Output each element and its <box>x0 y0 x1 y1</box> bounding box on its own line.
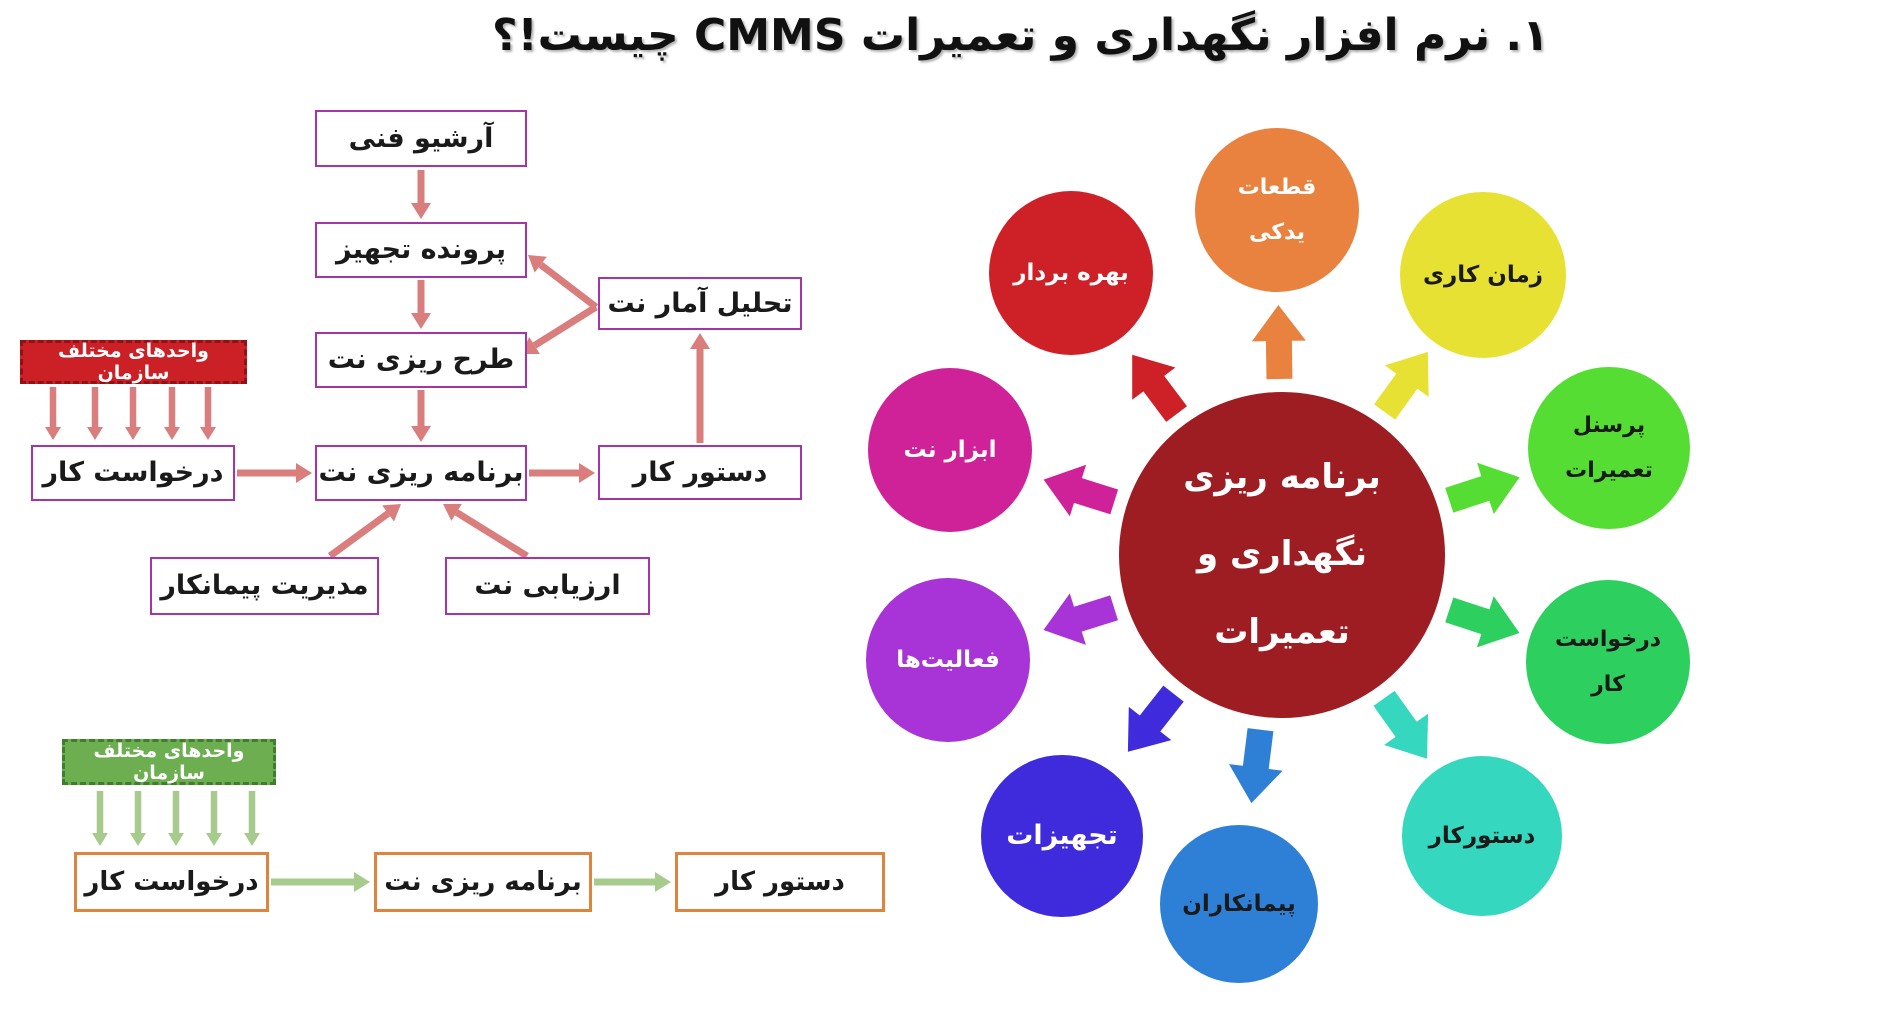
flow-box-equipment-file: پرونده تجهیز <box>315 222 527 278</box>
satellite-circle-maintenance-tools: ابزار نت <box>868 368 1032 532</box>
dashed-box-org-units-green: واحدهای مختلف سازمان <box>62 739 276 785</box>
flow-box-work-order: دستور کار <box>598 445 802 500</box>
arrow-head <box>87 427 103 440</box>
circle-label-line: فعالیت‌ها <box>896 646 1000 673</box>
hub-circle-maintenance-planning-hub: برنامه ریزی نگهداری و تعمیرات <box>1119 392 1445 718</box>
arrow-head <box>130 833 146 846</box>
arrow-head <box>411 203 431 219</box>
flow-box-maintenance-evaluation: ارزیابی نت <box>445 557 650 615</box>
arrow-head <box>1251 305 1306 380</box>
arrow-head <box>382 504 401 522</box>
circle-label-line: یدکی <box>1248 220 1306 245</box>
connector-arrow <box>327 510 391 559</box>
circle-label-line: قطعات <box>1237 174 1317 200</box>
circle-label-line: پرسنل <box>1572 412 1646 438</box>
dashed-box-org-units-red: واحدهای مختلف سازمان <box>20 340 247 384</box>
connector-arrow <box>454 509 529 559</box>
circle-label-line: برنامه ریزی <box>1183 457 1381 498</box>
flow-box-maintenance-scheduling: برنامه ریزی نت <box>374 852 592 912</box>
arrow-head <box>1373 690 1429 759</box>
arrow-head <box>411 313 431 329</box>
arrow-head <box>92 833 108 846</box>
arrow-head <box>296 463 312 483</box>
arrow-head <box>244 833 260 846</box>
satellite-circle-maintenance-personnel: پرسنل تعمیرات <box>1528 367 1690 529</box>
circle-label-line: ابزار نت <box>903 436 997 463</box>
arrow-head <box>164 427 180 440</box>
circle-label-line: کار <box>1591 672 1625 697</box>
arrow-head <box>200 427 216 440</box>
flow-box-contractor-management: مدیریت پیمانکار <box>150 557 379 615</box>
flow-box-maintenance-stats-analysis: تحلیل آمار نت <box>598 277 802 330</box>
satellite-circle-work-order: دستورکار <box>1402 756 1562 916</box>
satellite-circle-equipment: تجهیزات <box>981 755 1143 917</box>
satellite-circle-contractors: پیمانکاران <box>1160 825 1318 983</box>
arrow-head <box>443 503 462 521</box>
arrow-head <box>690 333 710 349</box>
satellite-circle-activities: فعالیت‌ها <box>866 578 1030 742</box>
flow-box-technical-archive: آرشیو فنی <box>315 110 527 167</box>
circle-label-line: تجهیزات <box>1006 820 1118 852</box>
page-title: ۱. نرم افزار نگهداری و تعمیرات CMMS چیست… <box>492 10 1549 61</box>
satellite-circle-work-request: درخواست کار <box>1526 580 1690 744</box>
arrow-head <box>206 833 222 846</box>
circle-label-line: بهره بردار <box>1013 259 1129 286</box>
circle-label-line: درخواست <box>1554 626 1662 652</box>
flow-box-work-request: درخواست کار <box>31 445 235 501</box>
connector-arrow <box>532 304 598 349</box>
circle-label-line: تعمیرات <box>1565 458 1653 483</box>
arrow-head <box>528 255 547 273</box>
arrow-head <box>655 872 671 892</box>
arrow-head <box>168 833 184 846</box>
arrow-head <box>1043 593 1118 645</box>
circle-label-line: پیمانکاران <box>1182 890 1296 917</box>
flow-box-work-order: دستور کار <box>675 852 885 912</box>
arrow-head <box>125 427 141 440</box>
arrow-head <box>1132 354 1187 422</box>
flow-box-work-request: درخواست کار <box>74 852 269 912</box>
satellite-circle-working-time: زمان کاری <box>1400 192 1566 358</box>
arrow-head <box>1445 462 1520 515</box>
arrow-head <box>1445 596 1520 648</box>
arrow-head <box>1043 464 1119 517</box>
arrow-head <box>45 427 61 440</box>
arrow-head <box>1374 351 1429 420</box>
connector-arrow <box>538 261 599 310</box>
circle-label-line: دستورکار <box>1428 822 1536 849</box>
arrow-head <box>1127 685 1184 752</box>
flow-box-maintenance-scheduling: برنامه ریزی نت <box>315 445 527 501</box>
arrow-head <box>1229 728 1283 804</box>
flow-box-maintenance-plan: طرح ریزی نت <box>315 332 527 388</box>
arrow-head <box>411 426 431 442</box>
circle-label-line: تعمیرات <box>1214 611 1350 652</box>
satellite-circle-operator: بهره بردار <box>989 191 1153 355</box>
arrow-head <box>354 872 370 892</box>
arrow-head <box>579 463 595 483</box>
circle-label-line: زمان کاری <box>1422 261 1544 288</box>
satellite-circle-spare-parts: قطعات یدکی <box>1195 128 1359 292</box>
circle-label-line: نگهداری و <box>1197 534 1367 575</box>
